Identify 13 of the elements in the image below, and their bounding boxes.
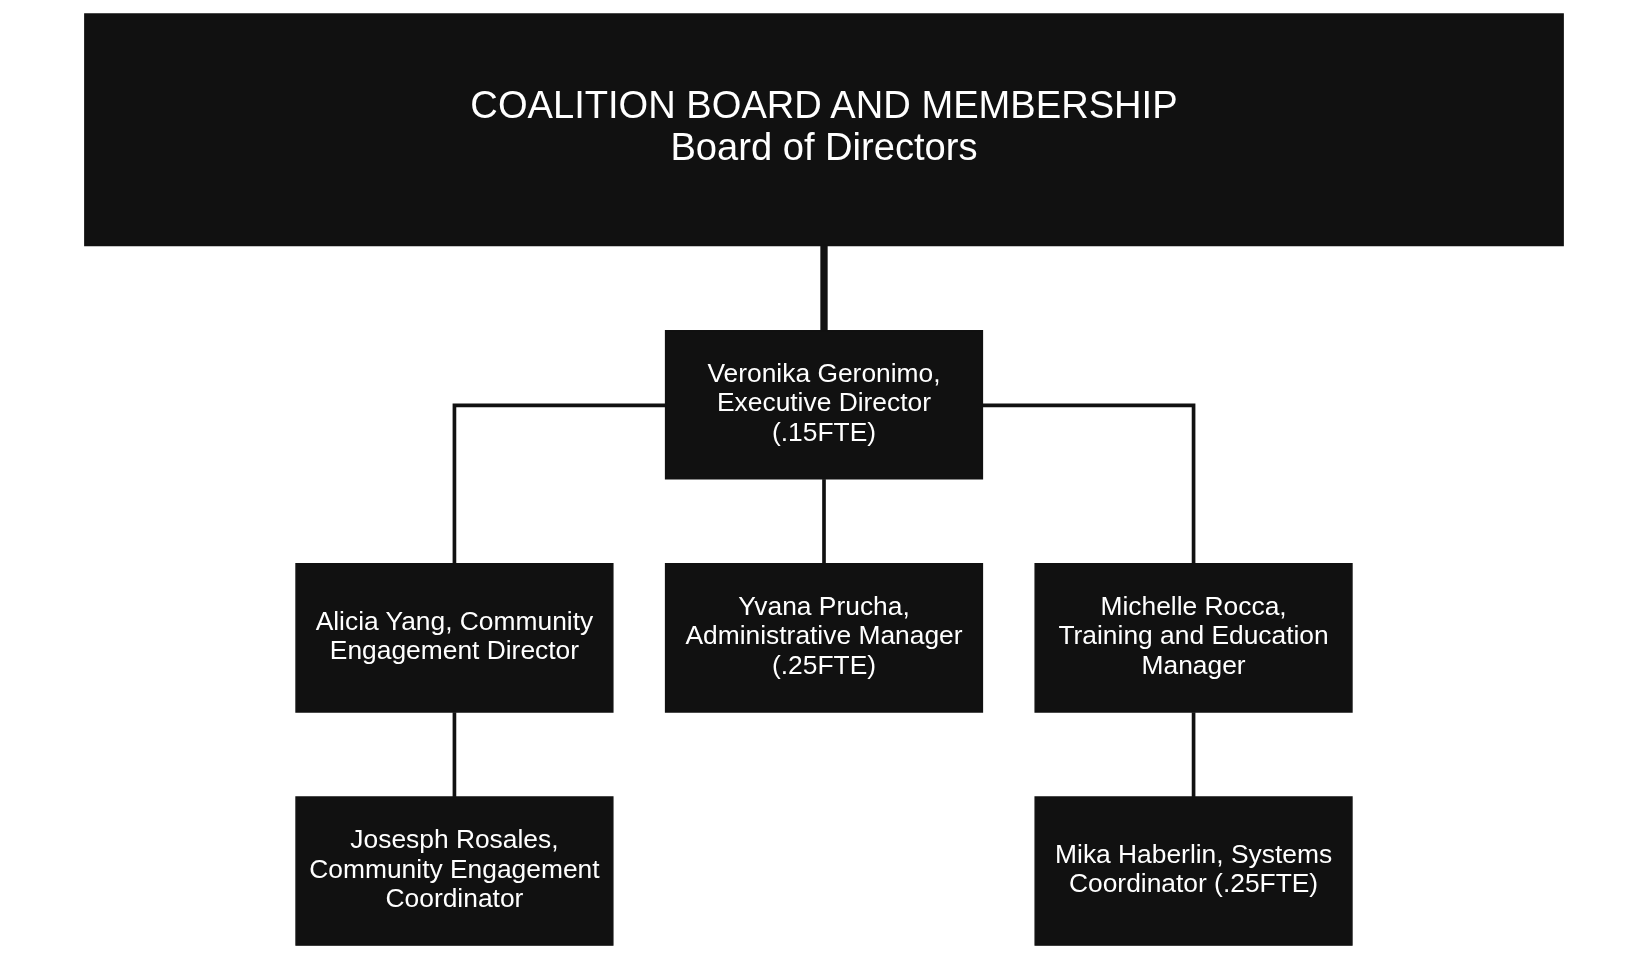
connector [982,403,1196,564]
node-box: Veronika Geronimo, Executive Director (.15FTE) [664,329,984,480]
node-box: Josesph Rosales, Community Engagement Coordinator [295,796,614,946]
node-box: Mika Haberlin, Systems Coordinator (.25FTE) [1034,796,1353,946]
node-box: Alicia Yang, Community Engagement Director [295,563,614,713]
connector [822,479,826,564]
node-box: Michelle Rocca, Training and Education Manager [1034,563,1353,713]
node-box: COALITION BOARD AND MEMBERSHIP Board of Directors [84,13,1564,247]
connector [820,245,828,331]
node-box: Yvana Prucha, Administrative Manager (.25FTE) [664,563,984,713]
connector [452,403,666,564]
connector [1191,712,1196,797]
connector [452,712,457,797]
